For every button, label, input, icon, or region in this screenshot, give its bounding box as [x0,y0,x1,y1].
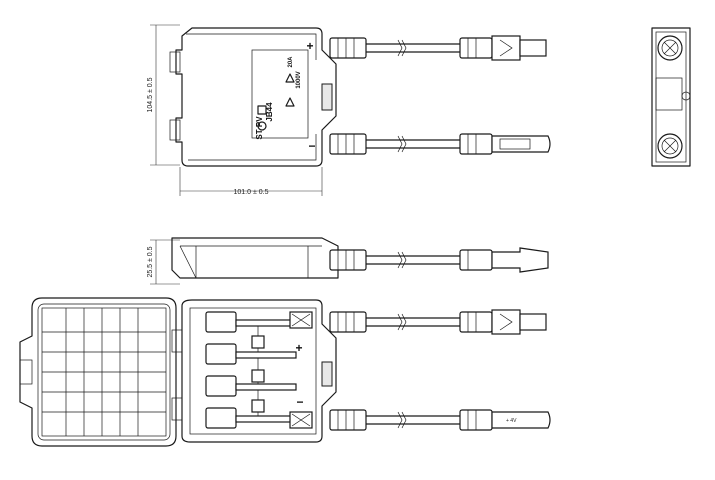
negative-cable-top: − [308,133,551,155]
terminal-bars [205,311,297,429]
open-negative-mark: − [296,395,303,409]
open-negative-cable: + 4V [329,409,551,431]
cable-clamps [289,311,313,429]
height-dimension-label: 104.5 ± 0.5 [147,77,154,112]
side-cable [329,247,549,273]
depth-dimension: 25.5 ± 0.5 [147,239,180,285]
open-view: + − [19,297,551,447]
base-outline [181,299,337,443]
end-view-port-bottom [657,133,683,159]
width-dimension: 101.0 ± 0.5 [179,167,323,196]
label-voltage: 1000V [296,71,302,88]
connector-marking: + 4V [506,418,517,424]
negative-polarity-mark: − [308,139,315,153]
bypass-diodes [251,326,265,416]
warning-triangle-icon [285,73,295,107]
label-brand: ST PV [255,116,264,140]
depth-dimension-label: 25.5 ± 0.5 [147,246,154,277]
top-view: 104.5 ± 0.5 101.0 ± 0.5 JB44 ST PV 1000V… [147,24,551,196]
recycle-icon [257,105,267,131]
end-view-port-top [657,35,683,61]
width-dimension-label: 101.0 ± 0.5 [234,189,269,196]
lid-inner-grid [19,297,177,447]
side-view: 25.5 ± 0.5 [147,237,549,285]
height-dimension: 104.5 ± 0.5 [147,24,180,166]
positive-cable-top: + [306,35,547,61]
label-current: 20A [288,56,294,68]
product-label: JB44 ST PV 1000V 20A [251,49,309,140]
box-top-outline [175,27,337,167]
open-positive-mark: + [295,341,302,355]
open-positive-cable [329,309,547,335]
end-view [651,27,691,167]
positive-polarity-mark: + [306,39,313,53]
label-model: JB44 [265,102,274,122]
